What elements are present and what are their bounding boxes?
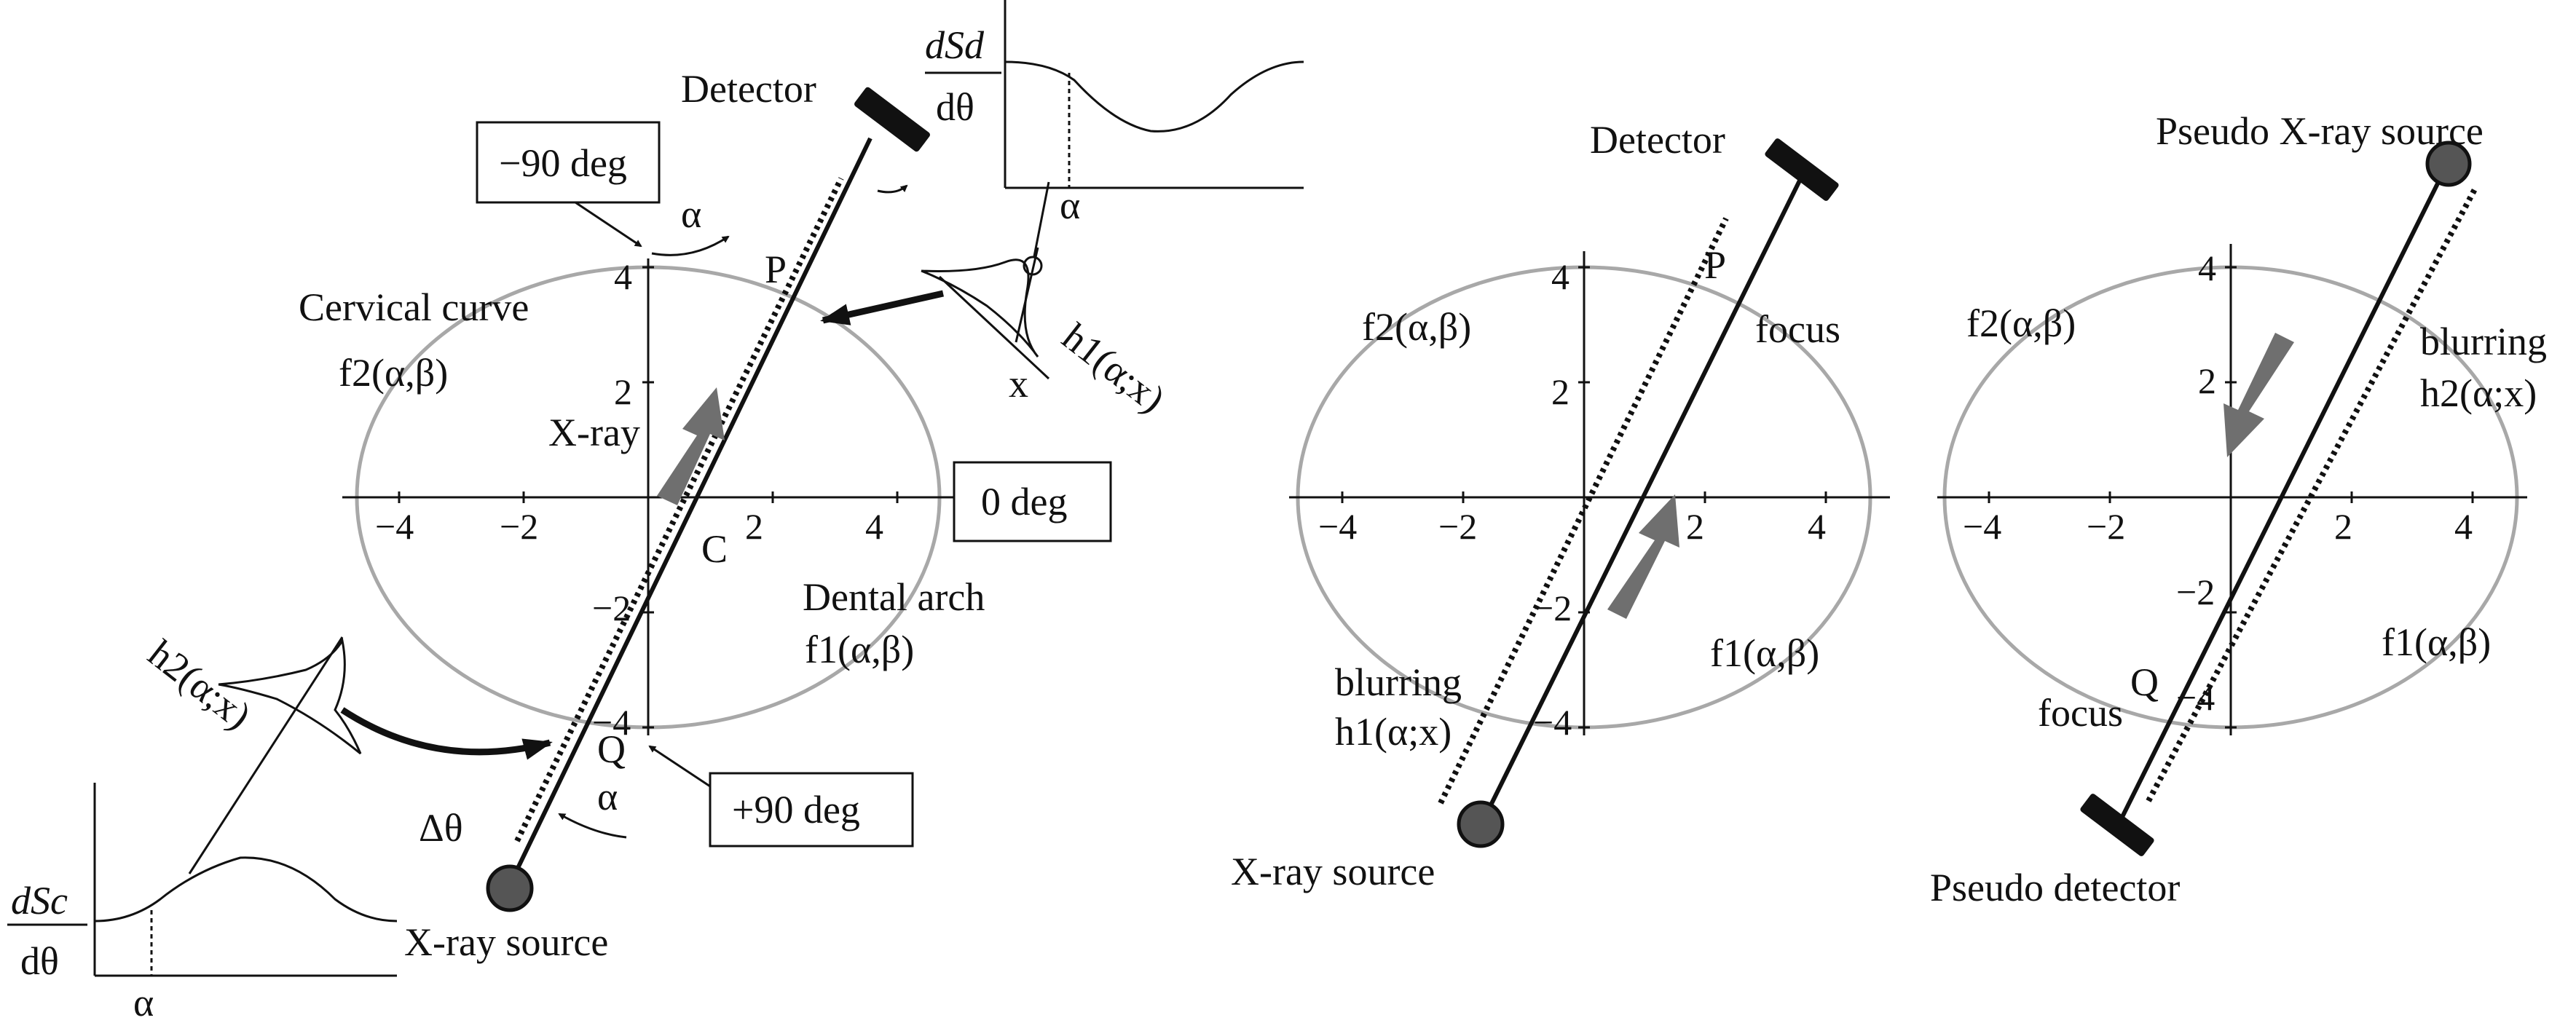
tick3-y-4: 4 [2198, 248, 2216, 288]
alpha-label-h1: α [1060, 183, 1080, 227]
detector-icon [854, 87, 930, 152]
box-0-deg [953, 461, 1112, 542]
pseudo-detector-icon [2080, 794, 2154, 856]
f2-label-2: f2(α,β) [1362, 305, 1471, 349]
tick2-x-2: 2 [1686, 506, 1704, 547]
dsd-denominator: dθ [936, 85, 974, 129]
xray-beam-line [508, 137, 873, 886]
alpha-label-top: α [681, 192, 701, 236]
detector-label: Detector [681, 67, 816, 111]
alpha-arrow-top [651, 235, 730, 256]
dsd-plot: dSd dθ [925, 0, 1304, 189]
focus-label-2: focus [1755, 307, 1840, 351]
tick2-x-4: 4 [1808, 506, 1826, 547]
point-q-label-3: Q [2130, 660, 2159, 704]
alpha-label-dsc: α [133, 981, 154, 1024]
box-plus90-label: +90 deg [732, 788, 860, 831]
panel-2: −4 −2 2 4 4 2 −2 −4 Detector P focus f2(… [1231, 118, 1890, 893]
tick-marks-3 [1988, 266, 2474, 729]
f1-label-3: f1(α,β) [2382, 620, 2491, 664]
dsd-numerator: dSd [925, 23, 985, 67]
point-p-label: P [765, 248, 787, 291]
box-plus90 [709, 772, 914, 848]
dotted-line [514, 177, 844, 842]
xray-source-icon [486, 864, 534, 912]
box-plus90-pointer [648, 745, 711, 788]
point-c-label: C [701, 527, 728, 571]
tick3-x-neg2: −2 [2087, 506, 2125, 547]
xray-source-icon-2 [1457, 800, 1505, 848]
dsc-denominator: dθ [20, 939, 59, 983]
f2-label: f2(α,β) [339, 351, 448, 395]
box-0-deg-label: 0 deg [981, 480, 1067, 524]
f1-label: f1(α,β) [805, 628, 914, 671]
point-p-label-2: P [1704, 243, 1726, 287]
box-minus90-label: −90 deg [499, 141, 627, 185]
box-minus90-pointer [575, 201, 642, 248]
tick-y-4: 4 [614, 256, 632, 297]
alpha-arrow-bottom [558, 813, 627, 839]
tick3-y-2: 2 [2198, 360, 2216, 401]
pseudo-source-label-line1: Pseudo X-ray source [2156, 109, 2484, 153]
tick2-y-2: 2 [1551, 371, 1569, 412]
pseudo-source-icon [2425, 141, 2472, 187]
blurring-label-2: blurring [1335, 660, 1462, 704]
panel-1: −4 −2 2 4 4 2 −2 −4 −90 deg 0 deg +90 de… [7, 0, 1304, 1024]
x-label: x [1009, 362, 1028, 406]
tick3-x-neg4: −4 [1963, 506, 2001, 547]
beam-direction-arrow-3 [2224, 333, 2294, 457]
h1-label: h1(α;x) [1055, 315, 1173, 421]
dtheta-arrow [877, 184, 908, 194]
tick2-x-neg4: −4 [1318, 506, 1357, 547]
h2-pointer-arrow [340, 707, 553, 760]
tick-x-neg2: −2 [500, 506, 538, 547]
tick2-y-4: 4 [1551, 256, 1569, 297]
pseudo-detector-label: Pseudo detector [1930, 866, 2180, 909]
dtheta-label: Δθ [419, 806, 463, 850]
f1-label-2: f1(α,β) [1710, 631, 1819, 675]
xray-beam-line-3 [2117, 166, 2448, 824]
dental-arch-label: Dental arch [803, 575, 985, 619]
tick-marks [398, 266, 899, 729]
dsc-plot: dSc dθ α [7, 783, 398, 1024]
xray-source-label-2: X-ray source [1231, 850, 1435, 893]
detector-label-2: Detector [1590, 118, 1725, 162]
h2-kernel: h2(α;x) [141, 631, 362, 874]
f2-label-3: f2(α,β) [1966, 301, 2076, 345]
tick-x-4: 4 [865, 506, 883, 547]
dotted-line-3 [2146, 188, 2478, 802]
blurring-label-3: blurring [2420, 320, 2547, 363]
h1-label-2: h1(α;x) [1335, 710, 1452, 754]
panel-3: −4 −2 2 4 4 2 −2 −4 Pseudo X-ray source … [1930, 109, 2547, 909]
box-minus90 [476, 121, 661, 204]
cervical-curve-label: Cervical curve [299, 285, 529, 329]
xray-beam-line-2 [1480, 173, 1805, 824]
h1-pointer-arrow [820, 290, 944, 325]
xray-source-label: X-ray source [404, 920, 608, 964]
tick-x-2: 2 [745, 506, 763, 547]
tick3-y-neg2: −2 [2176, 572, 2215, 612]
h2-label: h2(α;x) [141, 631, 259, 738]
tick2-x-neg2: −2 [1438, 506, 1477, 547]
alpha-label-bottom: α [597, 775, 618, 818]
beam-direction-arrow-2 [1607, 494, 1679, 619]
xray-label: X-ray [548, 411, 640, 454]
tick-y-neg4: −4 [592, 702, 631, 743]
tick2-y-neg2: −2 [1533, 588, 1572, 628]
beam-direction-arrow [657, 387, 725, 505]
tick3-x-4: 4 [2454, 506, 2473, 547]
tick-y-neg2: −2 [592, 588, 631, 628]
focus-label-3: focus [2038, 691, 2123, 735]
h1-kernel: h1(α;x) x α [921, 181, 1173, 421]
detector-icon-2 [1765, 138, 1839, 201]
h2-label-3: h2(α;x) [2420, 371, 2537, 415]
tick-y-2: 2 [614, 371, 632, 412]
point-q-label: Q [597, 727, 626, 771]
dsc-numerator: dSc [11, 879, 68, 923]
tick-x-neg4: −4 [375, 506, 414, 547]
tick3-x-2: 2 [2334, 506, 2352, 547]
